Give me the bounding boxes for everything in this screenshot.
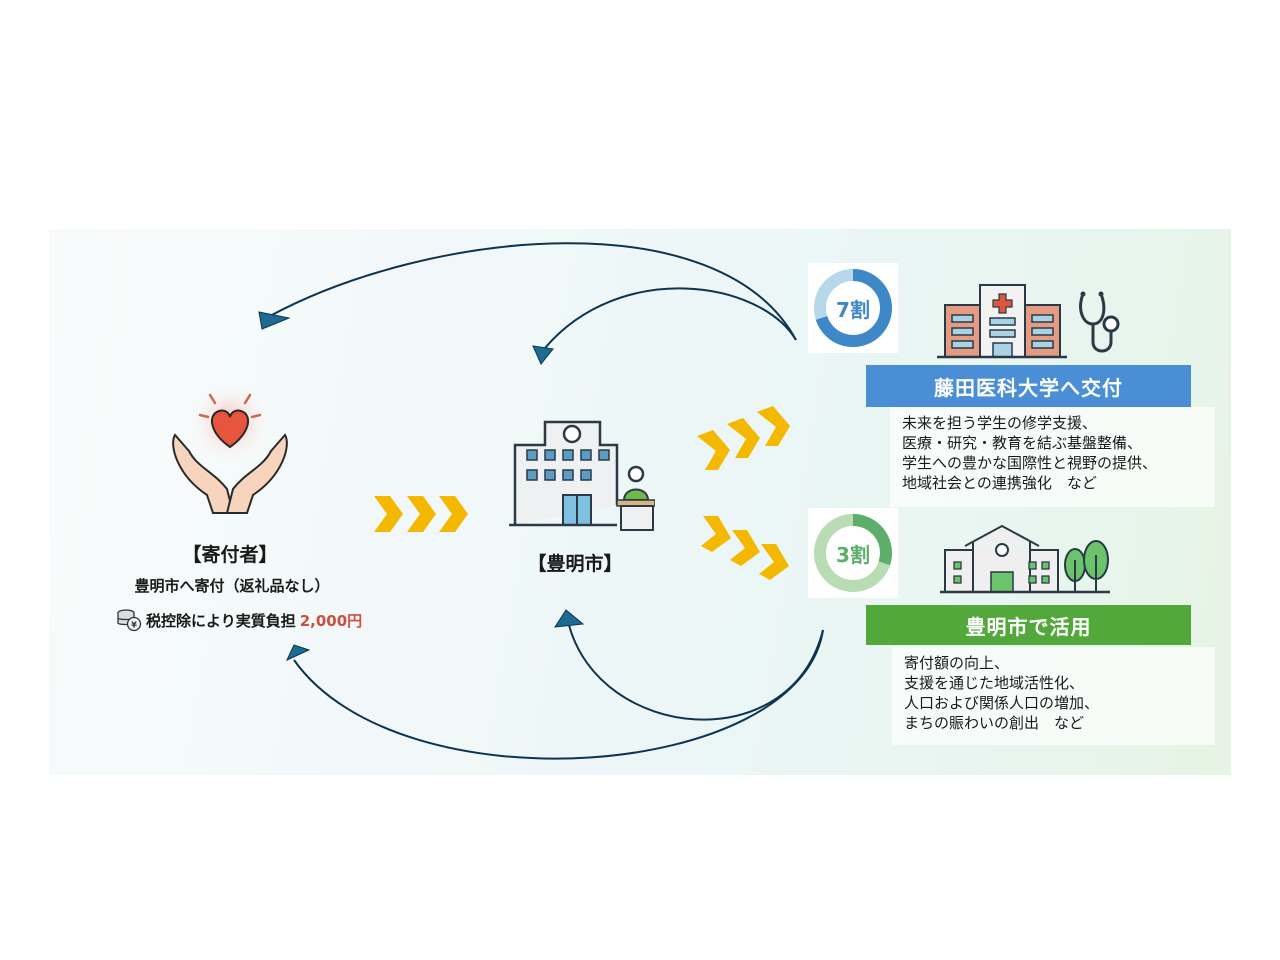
hospital-icon (937, 284, 1067, 359)
description-line: 寄付額の向上、 (904, 654, 1010, 672)
university-banner: 藤田医科大学へ交付 (866, 365, 1191, 407)
coins-yen-icon: ¥ (117, 609, 142, 632)
share-30-label: 3割 (836, 542, 870, 567)
description-line: まちの賑わいの創出 など (904, 714, 1085, 732)
city-title: 【豊明市】 (527, 553, 623, 575)
tax-text: 税控除により実質負担 (146, 611, 296, 630)
local-use-description: 寄付額の向上、 支援を通じた地域活性化、 人口および関係人口の増加、 まちの賑わ… (892, 647, 1215, 745)
description-line: 学生への豊かな国際性と視野の提供、 (902, 454, 1158, 472)
stethoscope-icon (1079, 291, 1120, 353)
description-line: 医療・研究・教育を結ぶ基盤整備、 (902, 434, 1143, 452)
svg-text:¥: ¥ (131, 621, 137, 630)
city-hall-reception-icon (509, 420, 655, 531)
local-use-banner: 豊明市で活用 (866, 605, 1191, 645)
description-line: 人口および関係人口の増加、 (904, 694, 1100, 712)
university-description: 未来を担う学生の修学支援、 医療・研究・教育を結ぶ基盤整備、 学生への豊かな国際… (890, 407, 1215, 507)
tax-amount: 2,000円 (299, 611, 363, 630)
donor-subtitle: 豊明市へ寄付（返礼品なし） (134, 577, 330, 595)
description-line: 地域社会との連携強化 など (902, 474, 1097, 492)
donor-title: 【寄付者】 (182, 544, 278, 566)
donut-70-percent: 7割 (808, 263, 898, 353)
school-building-icon (940, 524, 1110, 594)
description-line: 支援を通じた地域活性化、 (904, 674, 1085, 692)
hands-heart-icon (172, 385, 288, 514)
trees-icon (1064, 540, 1109, 592)
share-70-label: 7割 (836, 297, 870, 322)
donut-30-percent: 3割 (808, 508, 898, 598)
description-line: 未来を担う学生の修学支援、 (902, 414, 1098, 432)
